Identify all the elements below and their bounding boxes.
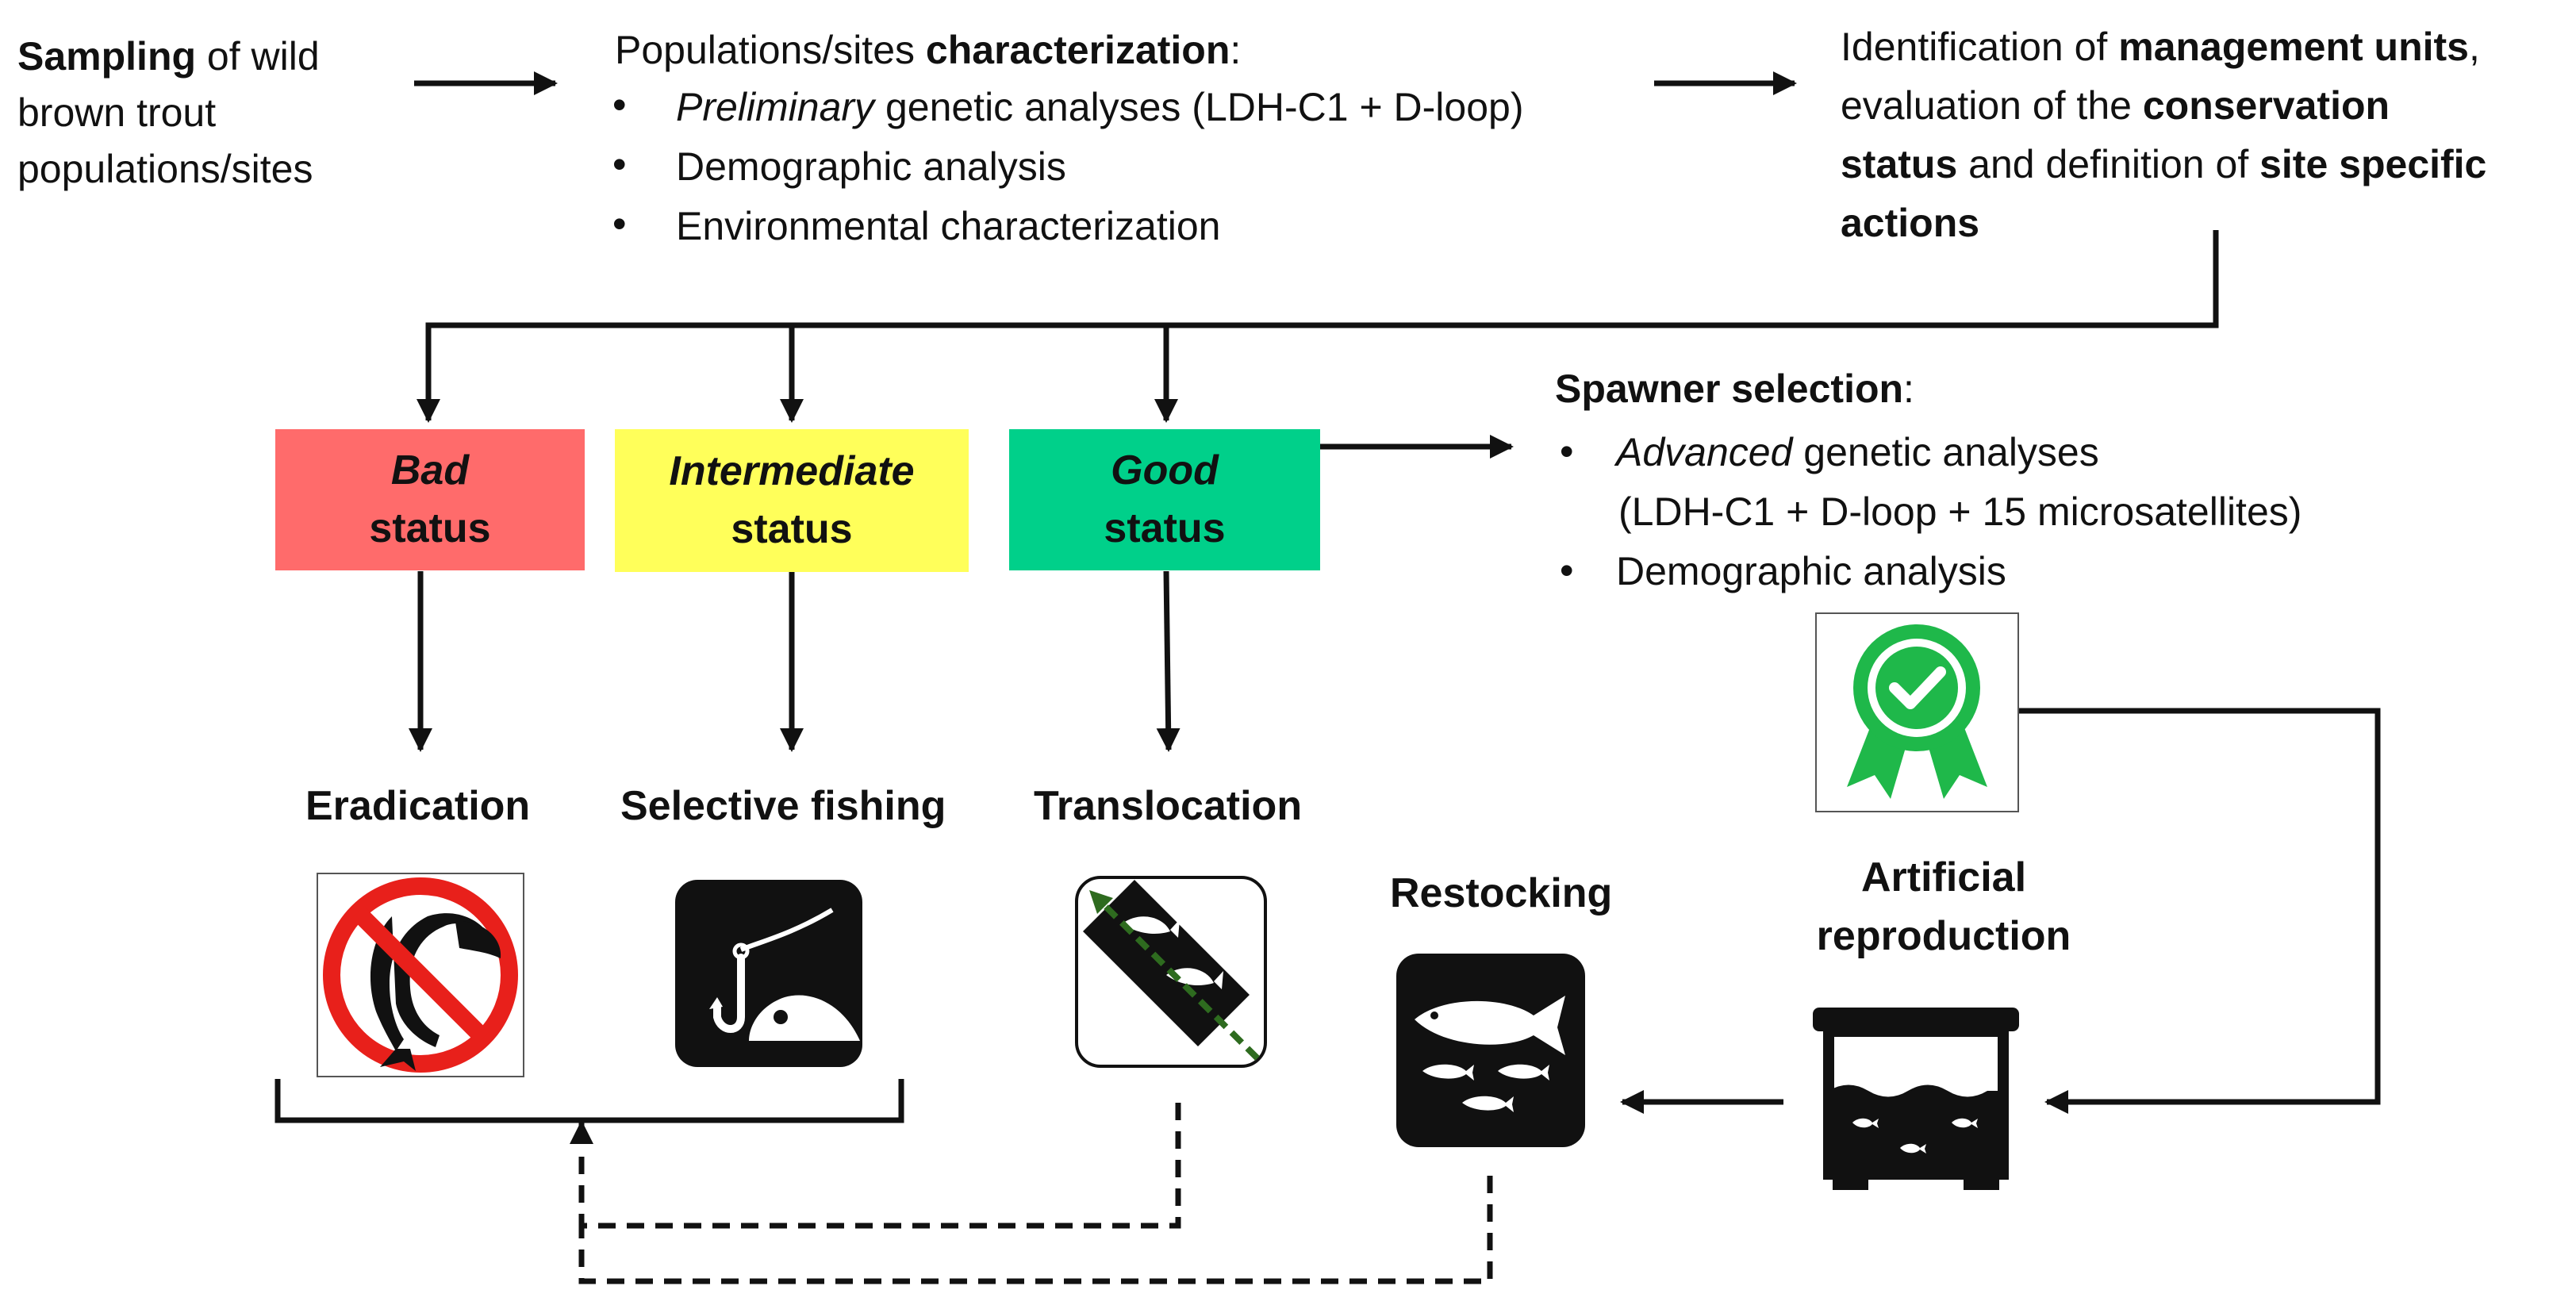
badge-to-reproduction-line <box>2019 708 2381 1114</box>
characterization-heading: Populations/sites characterization: <box>615 28 1242 72</box>
fishing-hook-icon <box>675 880 862 1067</box>
translocation-label: Translocation <box>1034 783 1303 829</box>
spawner-item-genetic-detail: (LDH-C1 + D-loop + 15 microsatellites) <box>1618 489 2302 534</box>
eradication-label: Eradication <box>305 783 531 829</box>
identification-text: Identification of management units, eval… <box>1841 25 2487 245</box>
distribution-line <box>417 230 2219 423</box>
bullet: • <box>1560 429 1574 474</box>
aquarium-icon <box>1813 1008 2019 1190</box>
artificial-reproduction-label: Artificial reproduction <box>1816 854 2071 959</box>
selective-fishing-label: Selective fishing <box>620 783 946 829</box>
characterization-item-environmental: Environmental characterization <box>676 204 1221 248</box>
sampling-text: Sampling of wild brown trout populations… <box>17 34 320 191</box>
restocking-icon <box>1396 954 1585 1147</box>
dashed-translocation-feedback <box>578 1103 1181 1229</box>
dashed-restocking-feedback <box>578 1176 1493 1284</box>
translocation-icon <box>1075 876 1267 1068</box>
bracket <box>274 1079 904 1123</box>
restocking-label: Restocking <box>1390 870 1613 916</box>
certificate-badge-icon <box>1815 612 2019 812</box>
bullet: • <box>612 202 627 246</box>
spawner-heading: Spawner selection: <box>1555 367 1914 411</box>
characterization-item-demographic: Demographic analysis <box>676 144 1066 189</box>
bullet: • <box>612 83 627 127</box>
bullet: • <box>612 142 627 186</box>
characterization-item-genetic: Preliminary genetic analyses (LDH-C1 + D… <box>676 85 1524 129</box>
spawner-item-genetic: Advanced genetic analyses <box>1616 430 2099 474</box>
bullet: • <box>1560 548 1574 593</box>
spawner-item-demographic: Demographic analysis <box>1616 549 2006 593</box>
no-fishing-icon <box>317 873 524 1077</box>
